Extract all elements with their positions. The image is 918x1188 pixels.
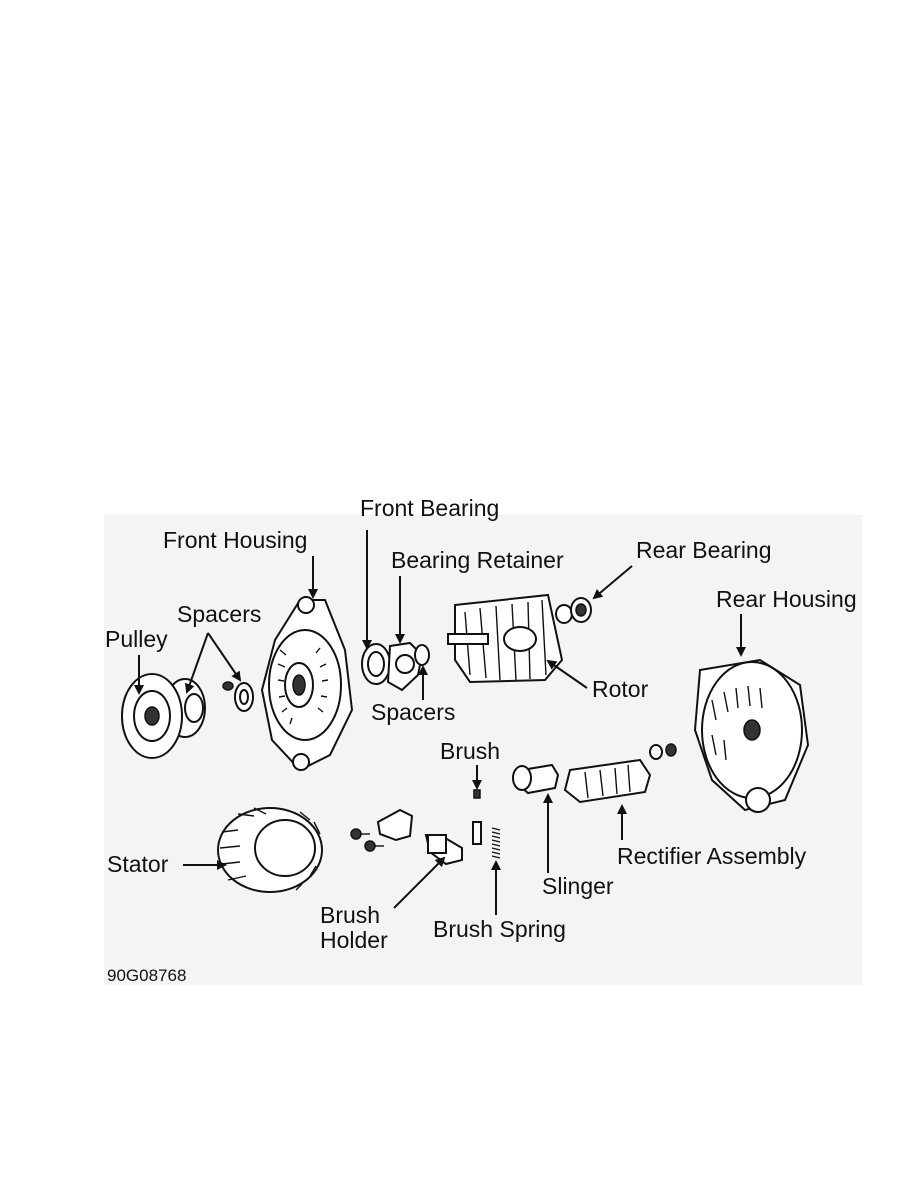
brush-spring-part [491,827,501,859]
figure-code: 90G08768 [107,966,186,985]
bearing-retainer-part [386,641,430,692]
pulley-part [121,673,206,759]
front-housing-part [260,596,354,772]
label-front-bearing: Front Bearing [360,495,499,521]
rear-bearing-part [555,597,592,624]
label-spacers-left: Spacers [177,601,261,627]
spacer-washer-left [222,681,254,712]
label-brush-holder-line1: Brush [320,902,380,928]
label-brush: Brush [440,738,500,764]
label-rear-bearing: Rear Bearing [636,537,772,563]
brush-part [472,789,482,845]
label-pulley: Pulley [105,626,168,652]
label-rectifier-assembly: Rectifier Assembly [617,843,807,869]
arrow-spacers-to-washer [207,632,242,682]
label-slinger: Slinger [542,873,614,899]
label-front-housing: Front Housing [163,527,307,553]
arrow-rotor [546,659,588,689]
screws-part [350,828,384,852]
stator-part [217,807,323,893]
arrow-brush-holder [393,856,446,909]
arrow-spacers-to-pulley [184,632,209,694]
label-rear-housing: Rear Housing [716,586,857,612]
front-bearing-part [361,643,391,685]
label-brush-holder-line2: Holder [320,927,388,953]
rear-housing-part [693,658,810,813]
rectifier-assembly-part [563,743,677,804]
label-rotor: Rotor [592,676,649,702]
label-brush-spring: Brush Spring [433,916,566,942]
slinger-part [512,763,560,795]
arrow-rear-bearing [592,565,633,600]
label-bearing-retainer: Bearing Retainer [391,547,564,573]
label-stator: Stator [107,851,169,877]
label-spacers-center: Spacers [371,699,455,725]
rotor-part [447,593,564,684]
terminal-plate-part [376,808,414,842]
brush-holder-part [424,834,463,866]
